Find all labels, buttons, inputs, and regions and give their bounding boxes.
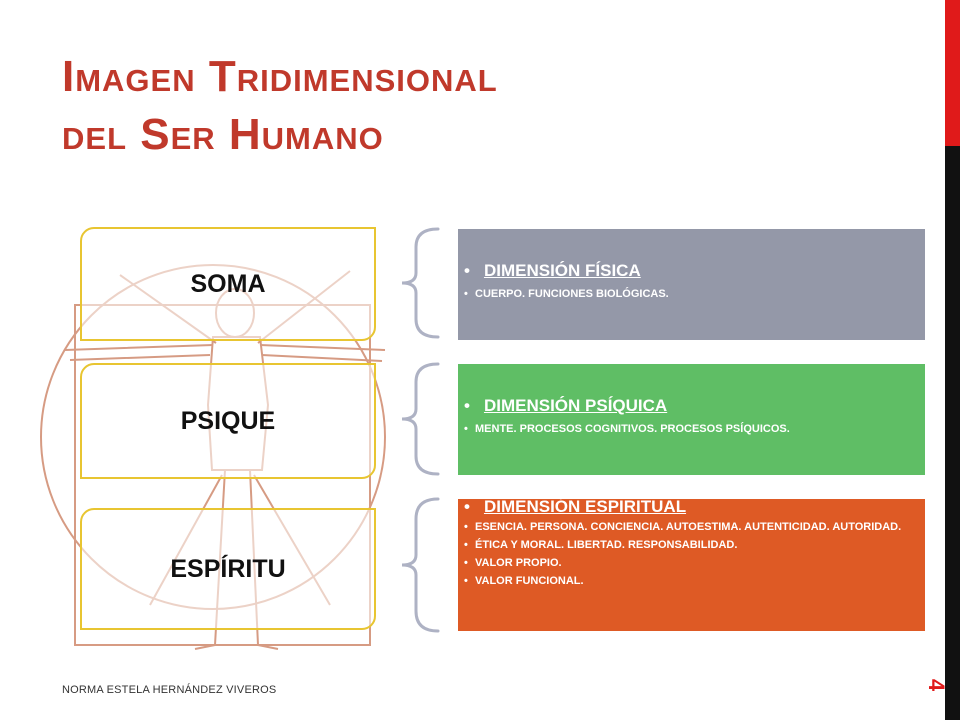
brace-physical xyxy=(401,227,440,339)
card-physical-heading: •DIMENSIÓN FÍSICA xyxy=(464,261,641,280)
accent-bar-black xyxy=(945,146,960,720)
footer-author: NORMA ESTELA HERNÁNDEZ VIVEROS xyxy=(62,684,277,696)
title-line-1: Imagen Tridimensional xyxy=(62,52,498,101)
card-physical: •DIMENSIÓN FÍSICA CUERPO. FUNCIONES BIOL… xyxy=(458,229,925,340)
card-psychic: •DIMENSIÓN PSÍQUICA MENTE. PROCESOS COGN… xyxy=(458,364,925,475)
espiritu-box: ESPÍRITU xyxy=(80,508,376,630)
psique-label: PSIQUE xyxy=(180,406,276,435)
list-item: VALOR PROPIO. xyxy=(464,556,915,571)
list-item: VALOR FUNCIONAL. xyxy=(464,574,915,589)
list-item: MENTE. PROCESOS COGNITIVOS. PROCESOS PSÍ… xyxy=(464,422,915,437)
card-spiritual-heading: •DIMENSIÓN ESPIRITUAL xyxy=(464,497,687,516)
card-psychic-heading: •DIMENSIÓN PSÍQUICA xyxy=(464,396,668,415)
psique-box: PSIQUE xyxy=(80,363,376,479)
espiritu-label: ESPÍRITU xyxy=(170,554,286,583)
soma-box: SOMA xyxy=(80,227,376,341)
slide-title: Imagen Tridimensional del Ser Humano xyxy=(62,48,498,164)
soma-label: SOMA xyxy=(190,269,266,298)
page-number: 4 xyxy=(924,678,949,692)
list-item: ESENCIA. PERSONA. CONCIENCIA. AUTOESTIMA… xyxy=(464,520,915,535)
list-item: ÉTICA Y MORAL. LIBERTAD. RESPONSABILIDAD… xyxy=(464,538,915,553)
card-spiritual: •DIMENSIÓN ESPIRITUAL ESENCIA. PERSONA. … xyxy=(458,497,925,631)
brace-spiritual xyxy=(401,497,440,633)
brace-psychic xyxy=(401,362,440,476)
list-item: CUERPO. FUNCIONES BIOLÓGICAS. xyxy=(464,287,915,302)
title-line-2: del Ser Humano xyxy=(62,110,384,159)
accent-bar-red xyxy=(945,0,960,146)
